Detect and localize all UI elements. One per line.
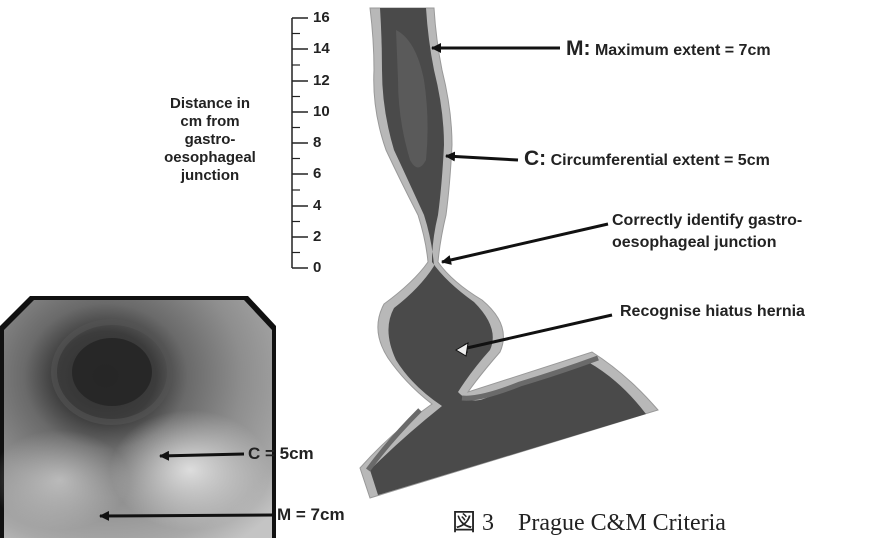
ruler-label-line: cm from <box>150 113 270 131</box>
endoscopy-image <box>0 296 276 538</box>
ruler-label-line: gastro- <box>150 131 270 149</box>
figure-caption: 図 3 Prague C&M Criteria <box>452 502 726 537</box>
circumferential-extent-text: Circumferential extent = 5cm <box>551 152 770 169</box>
ruler-tick-label: 10 <box>313 103 343 120</box>
maximum-extent-text: Maximum extent = 7cm <box>595 42 771 59</box>
ruler-tick-label: 8 <box>313 134 343 151</box>
ruler-tick-label: 2 <box>313 228 343 245</box>
ruler-label-line: junction <box>150 167 270 185</box>
hiatus-hernia-annotation: Recognise hiatus hernia <box>620 303 805 321</box>
gej-annotation-line: oesophageal junction <box>612 232 802 254</box>
ruler-tick-label: 16 <box>313 9 343 26</box>
circumferential-extent-annotation: C: Circumferential extent = 5cm <box>524 147 770 171</box>
ruler-label-line: Distance in <box>150 95 270 113</box>
ruler-tick-label: 4 <box>313 197 343 214</box>
distance-ruler <box>292 18 308 268</box>
circumferential-extent-arrow <box>446 156 518 160</box>
maximum-extent-annotation: M: Maximum extent = 7cm <box>566 37 771 61</box>
ruler-tick-label: 0 <box>313 259 343 276</box>
ruler-tick-label: 6 <box>313 165 343 182</box>
endoscopy-c-label: C = 5cm <box>248 444 314 464</box>
circumferential-extent-prefix: C: <box>524 147 546 170</box>
gej-annotation-line: Correctly identify gastro- <box>612 210 802 232</box>
ruler-axis-label: Distance in cm from gastro- oesophageal … <box>150 95 270 185</box>
endoscopy-m-label: M = 7cm <box>277 505 345 525</box>
ruler-tick-label: 14 <box>313 40 343 57</box>
gej-arrow <box>442 224 608 262</box>
gej-annotation: Correctly identify gastro- oesophageal j… <box>612 210 802 254</box>
ruler-label-line: oesophageal <box>150 149 270 167</box>
ruler-tick-label: 12 <box>313 72 343 89</box>
maximum-extent-prefix: M: <box>566 37 591 60</box>
